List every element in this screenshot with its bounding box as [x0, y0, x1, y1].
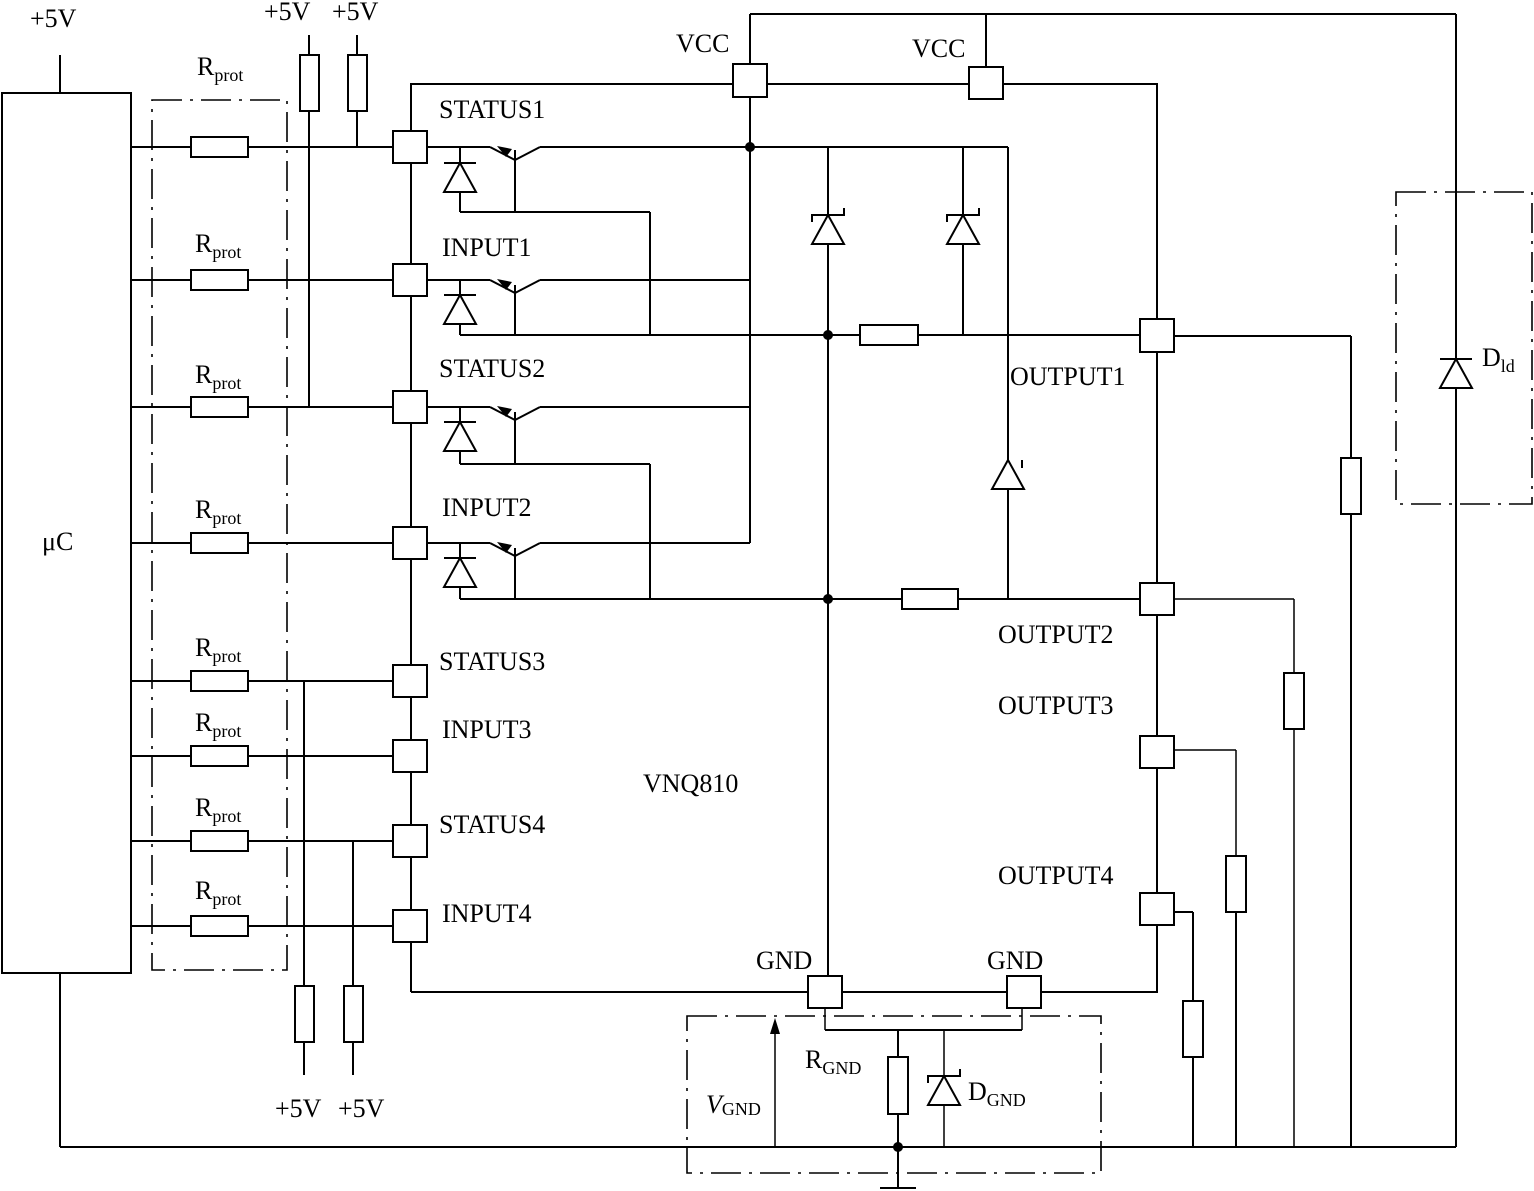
svg-text:STATUS2: STATUS2: [439, 354, 545, 383]
rprot-resistor: [190, 915, 249, 937]
svg-text:Rprot: Rprot: [195, 633, 241, 666]
junction-dots: [745, 142, 903, 1152]
load-dump-diode: Dld: [1395, 191, 1533, 505]
pin-input3: [392, 739, 428, 773]
ic-pins: [392, 63, 1175, 1009]
vnq810-outline: VNQ810: [410, 83, 1158, 993]
svg-text:STATUS4: STATUS4: [439, 810, 545, 839]
svg-text:DGND: DGND: [968, 1077, 1026, 1110]
svg-text:STATUS1: STATUS1: [439, 95, 545, 124]
mcu-label: μC: [42, 527, 73, 556]
vcc-rail: [749, 13, 1457, 1147]
internal-zener-diodes: [810, 208, 1026, 490]
svg-text:GND: GND: [756, 946, 812, 975]
svg-text:+5V: +5V: [332, 0, 379, 26]
ground-network: RGND DGND: [60, 1008, 1456, 1189]
svg-text:+5V: +5V: [338, 1094, 385, 1123]
internal-wiring: [427, 84, 1140, 992]
svg-text:VGND: VGND: [706, 1090, 761, 1119]
svg-text:RGND: RGND: [805, 1045, 861, 1078]
svg-text:Dld: Dld: [1482, 343, 1515, 376]
svg-text:Rprot: Rprot: [195, 229, 241, 262]
pin-gnd: [807, 975, 843, 1009]
svg-text:VCC: VCC: [676, 29, 729, 58]
pin-output4: [1139, 892, 1175, 926]
rprot-dashed-frame: [151, 99, 288, 971]
pullup-resistors-bottom: +5V +5V: [275, 681, 385, 1123]
pin-gnd: [1006, 975, 1042, 1009]
pin-input4: [392, 909, 428, 943]
rprot-resistor: [190, 745, 249, 767]
vgnd-frame: VGND: [686, 1015, 1102, 1174]
pin-vcc: [732, 63, 768, 98]
pin-status1: [392, 130, 428, 164]
pin-status2: [392, 390, 428, 424]
rprot-resistor: [190, 670, 249, 692]
svg-text:INPUT2: INPUT2: [442, 493, 532, 522]
rprot-resistor: [190, 269, 249, 291]
pin-status3: [392, 664, 428, 698]
rprot-resistor: [190, 830, 249, 852]
svg-text:INPUT4: INPUT4: [442, 899, 532, 928]
pin-output3: [1139, 735, 1175, 769]
rgnd-resistor: [887, 1056, 909, 1115]
svg-text:Rprot: Rprot: [195, 708, 241, 741]
rprot-labels: Rprot Rprot Rprot Rprot Rprot Rprot Rpro…: [195, 52, 243, 909]
pin-status4: [392, 824, 428, 858]
output-loads: [1174, 335, 1362, 1147]
svg-text:STATUS3: STATUS3: [439, 647, 545, 676]
svg-text:+5V: +5V: [275, 1094, 322, 1123]
pin-output1: [1139, 318, 1175, 353]
svg-text:Rprot: Rprot: [195, 495, 241, 528]
svg-text:Rprot: Rprot: [195, 360, 241, 393]
microcontroller-block: μC +5V: [1, 4, 132, 1147]
svg-text:GND: GND: [987, 946, 1043, 975]
svg-text:OUTPUT2: OUTPUT2: [998, 620, 1114, 649]
rprot-resistor: [190, 532, 249, 554]
svg-text:INPUT3: INPUT3: [442, 715, 532, 744]
pin-input1: [392, 263, 428, 297]
rprot-resistor: [190, 396, 249, 418]
svg-text:+5V: +5V: [264, 0, 311, 26]
pin-output2: [1139, 582, 1175, 616]
internal-resistor: [859, 324, 919, 346]
svg-text:Rprot: Rprot: [195, 876, 241, 909]
svg-text:OUTPUT4: OUTPUT4: [998, 861, 1114, 890]
rprot-resistors: [190, 136, 249, 937]
svg-text:OUTPUT3: OUTPUT3: [998, 691, 1114, 720]
mcu-supply-label: +5V: [30, 4, 77, 33]
svg-text:INPUT1: INPUT1: [442, 233, 532, 262]
rprot-resistor: [190, 136, 249, 158]
pin-labels: STATUS1 INPUT1 STATUS2 INPUT2 STATUS3 IN…: [439, 29, 1126, 975]
pullup-resistors-top: +5V +5V: [264, 0, 379, 407]
signal-lines: [131, 146, 393, 927]
svg-text:Rprot: Rprot: [195, 793, 241, 826]
svg-text:VCC: VCC: [912, 34, 965, 63]
svg-text:Rprot: Rprot: [197, 52, 243, 85]
pin-input2: [392, 526, 428, 560]
internal-resistor: [901, 588, 959, 610]
svg-text:OUTPUT1: OUTPUT1: [1010, 362, 1126, 391]
chip-label: VNQ810: [643, 769, 738, 798]
channel-diodes: [442, 160, 478, 588]
pin-vcc: [968, 66, 1004, 100]
